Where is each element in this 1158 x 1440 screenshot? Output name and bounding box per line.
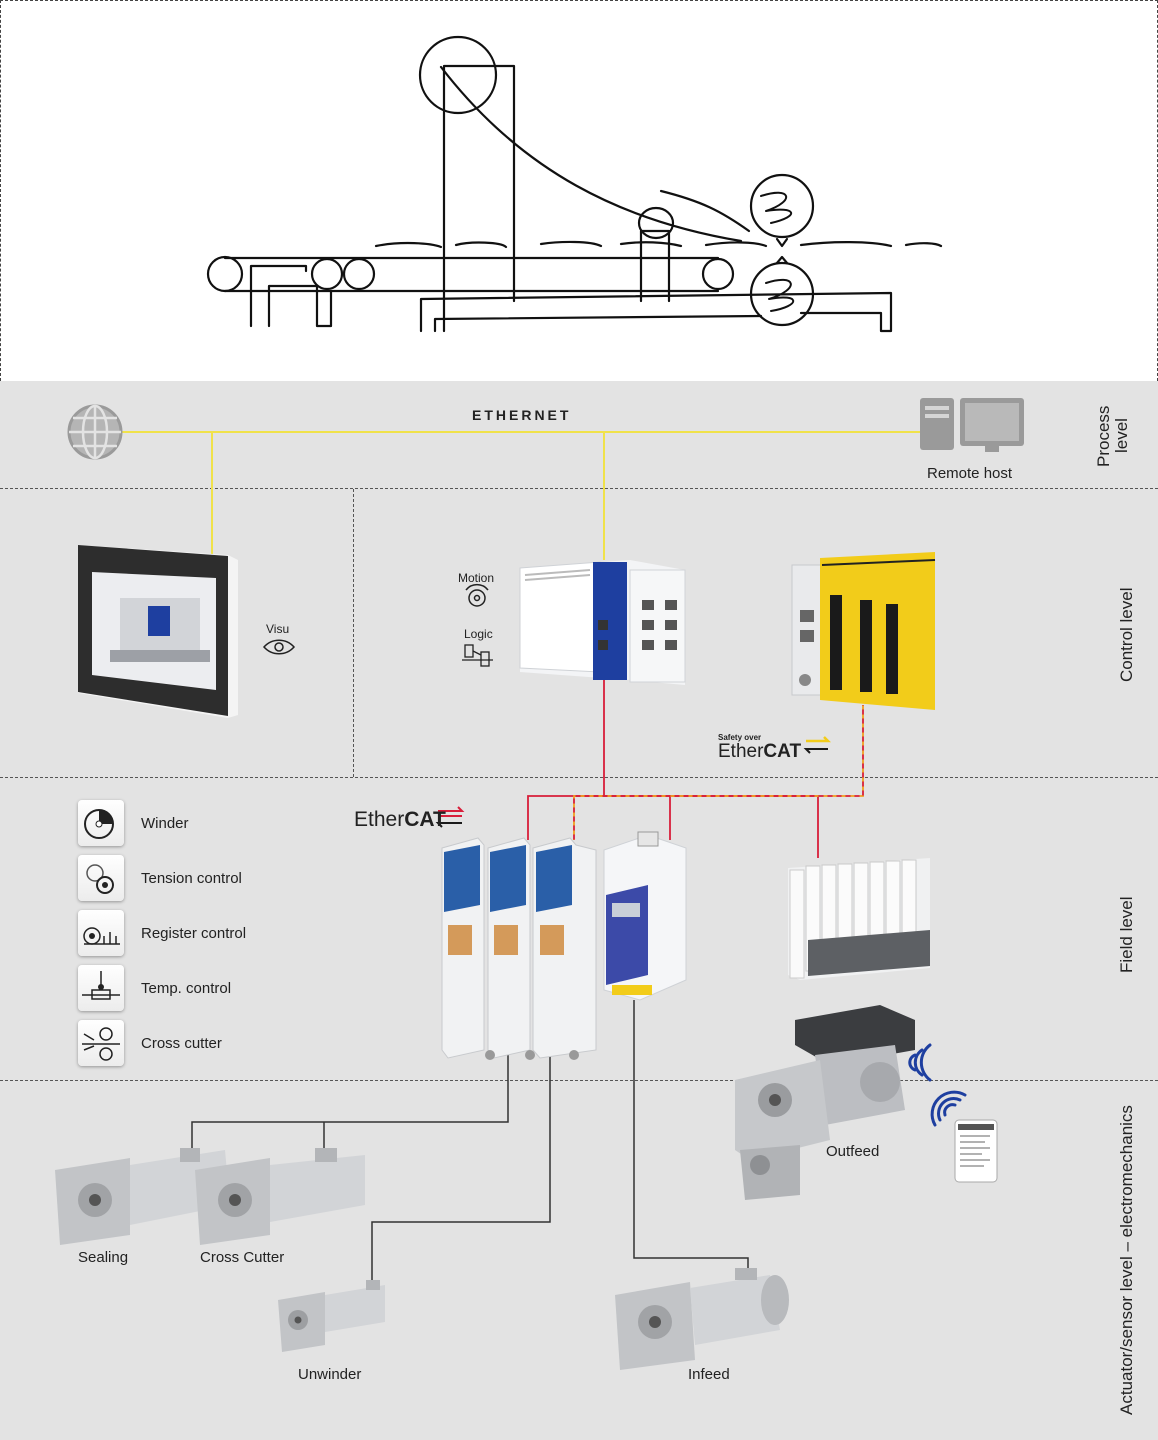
machine-sketch-panel — [0, 0, 1158, 381]
wireless-signal-icon — [908, 1043, 967, 1127]
function-label: Temp. control — [141, 980, 232, 997]
ethercat-logo: EtherCAT — [354, 808, 446, 831]
smartphone-app — [954, 1119, 998, 1183]
divider-control-field — [0, 777, 1158, 778]
unwinder-label: Unwinder — [298, 1366, 362, 1383]
remote-host-icon — [920, 398, 1024, 452]
safety-ethercat-logo: EtherCAT — [718, 741, 802, 762]
function-item-tension-control: Tension control — [78, 855, 378, 905]
visu-label: Visu — [266, 622, 290, 636]
infeed-label: Infeed — [688, 1366, 730, 1383]
logic-icon — [462, 644, 493, 667]
outfeed-motor — [735, 1005, 915, 1200]
sealing-label: Sealing — [78, 1249, 129, 1266]
register-control-icon — [78, 910, 124, 956]
remote-host-label: Remote host — [927, 465, 1013, 482]
ethercat-logo-arrows — [435, 806, 465, 828]
frequency-inverter — [603, 831, 687, 1001]
winder-icon — [78, 800, 124, 846]
motion-label: Motion — [458, 571, 495, 585]
tension-control-icon — [78, 855, 124, 901]
divider-process-control — [0, 488, 1158, 489]
divider-control-vertical — [353, 489, 354, 777]
servo-drives — [441, 837, 597, 1060]
function-label: Cross cutter — [141, 1035, 222, 1052]
function-label: Register control — [141, 925, 247, 942]
packaging-machine-sketch — [206, 35, 943, 333]
outfeed-label: Outfeed — [826, 1143, 880, 1160]
function-item-temp-control: Temp. control — [78, 965, 378, 1015]
cross-cutter-label: Cross Cutter — [200, 1249, 285, 1266]
globe-icon — [67, 404, 123, 460]
logic-label: Logic — [464, 627, 493, 641]
cross-cutter-icon — [78, 1020, 124, 1066]
infeed-motor — [615, 1268, 789, 1370]
function-item-winder: Winder — [78, 800, 378, 850]
safety-ethercat-logo-arrows — [803, 736, 832, 754]
function-item-cross-cutter: Cross cutter — [78, 1020, 378, 1070]
function-item-register-control: Register control — [78, 910, 378, 960]
function-label: Winder — [141, 815, 189, 832]
cross-cutter-motor — [195, 1148, 365, 1245]
controller-device — [519, 560, 686, 685]
temp-control-icon — [78, 965, 124, 1011]
visu-eye-icon — [262, 639, 296, 655]
divider-field-actuator — [0, 1080, 1158, 1081]
ethernet-label: ETHERNET — [472, 407, 572, 423]
safety-controller — [791, 552, 936, 710]
safety-over-label: Safety over — [718, 733, 762, 742]
function-label: Tension control — [141, 870, 242, 887]
io-system — [788, 858, 930, 980]
unwinder-motor — [278, 1280, 385, 1352]
motion-icon — [465, 583, 489, 607]
hmi-panel — [78, 545, 238, 718]
